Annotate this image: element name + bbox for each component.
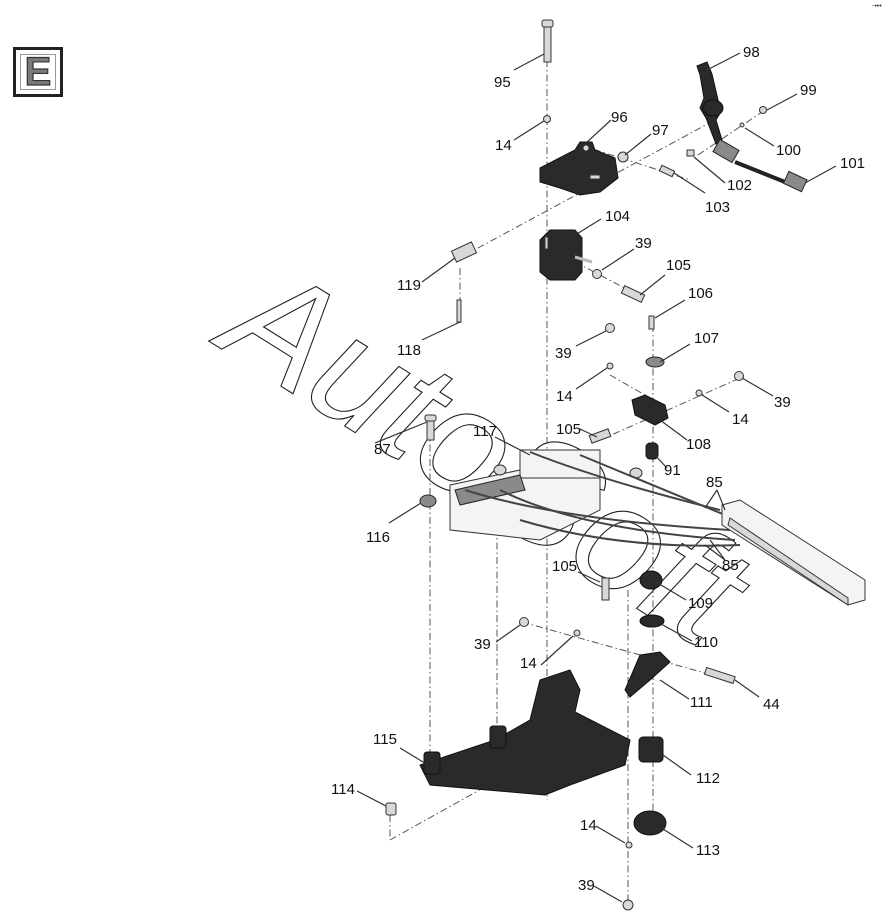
part-bushing-109 — [639, 570, 663, 590]
callout-14: 14 — [556, 388, 573, 405]
callout-39: 39 — [635, 235, 652, 252]
callout-101: 101 — [840, 155, 865, 172]
callout-99: 99 — [800, 82, 817, 99]
section-badge: E — [13, 47, 63, 97]
callout-95: 95 — [494, 74, 511, 91]
part-bolt-87 — [424, 414, 437, 441]
part-washer-110 — [639, 614, 665, 628]
part-washer-14d — [573, 629, 581, 637]
callout-14: 14 — [520, 655, 537, 672]
callout-115: 115 — [373, 731, 397, 748]
callout-14: 14 — [732, 411, 749, 428]
axis-clamp-diagonal — [599, 377, 741, 441]
part-washer-100 — [739, 122, 745, 128]
callout-112: 112 — [696, 770, 720, 787]
callout-44: 44 — [763, 696, 780, 713]
part-washer-14e — [625, 841, 633, 849]
part-sleeve-115 — [423, 751, 441, 775]
callout-39: 39 — [555, 345, 572, 362]
callout-96: 96 — [611, 109, 628, 126]
part-washer-14a — [543, 115, 551, 123]
part-bolt-105c — [601, 577, 610, 601]
callout-102: 102 — [727, 177, 752, 194]
part-bushing-112 — [638, 736, 664, 763]
part-nut-99 — [759, 106, 767, 114]
part-washer-14b — [606, 362, 614, 370]
part-lever-98 — [696, 61, 724, 145]
part-pin-44 — [703, 666, 736, 685]
part-spacer-103 — [658, 164, 676, 178]
callout-39: 39 — [474, 636, 491, 653]
callout-117: 117 — [473, 423, 497, 440]
axis-lever-diagonal — [464, 119, 716, 256]
callout-109: 109 — [688, 595, 713, 612]
part-bracket-96 — [539, 141, 619, 196]
part-ring-113 — [633, 810, 667, 836]
part-nut-39c — [734, 371, 744, 381]
part-bolt-105b — [588, 428, 612, 444]
part-washer-14c — [695, 389, 703, 397]
callout-106: 106 — [688, 285, 713, 302]
corner-mark: -••• — [872, 3, 882, 10]
part-rod-118 — [456, 299, 462, 323]
part-bolt-114 — [385, 802, 397, 816]
callout-39: 39 — [578, 877, 595, 894]
part-nut-39b — [605, 323, 615, 333]
part-rod-end-116 — [419, 494, 437, 508]
section-badge-frame: E — [20, 50, 56, 94]
callout-labels: 95 14 96 97 98 99 100 101 102 103 104 39 105 106 119 11… — [331, 44, 865, 894]
part-nut-39a — [592, 269, 602, 279]
callout-39: 39 — [774, 394, 791, 411]
part-bolt-105a — [620, 285, 646, 303]
callout-108: 108 — [686, 436, 711, 453]
callout-105: 105 — [556, 421, 581, 438]
callout-104: 104 — [605, 208, 630, 225]
callout-105: 105 — [552, 558, 577, 575]
section-letter: E — [24, 50, 52, 94]
axis-washer-diagonal — [609, 374, 646, 396]
part-screw-106 — [648, 315, 655, 330]
part-block-104 — [539, 229, 593, 281]
part-base-plate — [419, 669, 631, 796]
callout-100: 100 — [776, 142, 801, 159]
callout-14: 14 — [580, 817, 597, 834]
part-nut-39d — [519, 617, 529, 627]
part-bolt-95 — [541, 19, 554, 63]
callout-116: 116 — [366, 529, 390, 546]
callout-110: 110 — [694, 634, 718, 651]
part-link-101 — [712, 138, 808, 193]
callout-103: 103 — [705, 199, 730, 216]
part-valve-manifold — [721, 499, 866, 606]
part-pin-119 — [450, 241, 478, 263]
callout-107: 107 — [694, 330, 719, 347]
callout-85: 85 — [722, 557, 739, 574]
axis-link-diagonal — [697, 109, 766, 156]
callout-111: 111 — [690, 694, 713, 711]
part-nut-39e — [622, 899, 634, 911]
part-washer-107 — [645, 356, 665, 368]
part-lever-111 — [624, 651, 671, 698]
part-clamp-108 — [631, 394, 669, 426]
callout-14: 14 — [495, 137, 512, 154]
callout-98: 98 — [743, 44, 760, 61]
leader-lines — [356, 52, 837, 903]
callout-119: 119 — [397, 277, 421, 294]
callout-87: 87 — [374, 441, 391, 458]
callout-118: 118 — [397, 342, 421, 359]
callout-97: 97 — [652, 122, 669, 139]
axis-pin-diagonal — [521, 621, 731, 681]
callout-113: 113 — [696, 842, 720, 859]
callout-91: 91 — [664, 462, 681, 479]
callout-85: 85 — [706, 474, 723, 491]
part-screw-102 — [686, 149, 695, 157]
part-sleeve-115b — [489, 725, 507, 749]
callout-114: 114 — [331, 781, 355, 798]
callout-105: 105 — [666, 257, 691, 274]
